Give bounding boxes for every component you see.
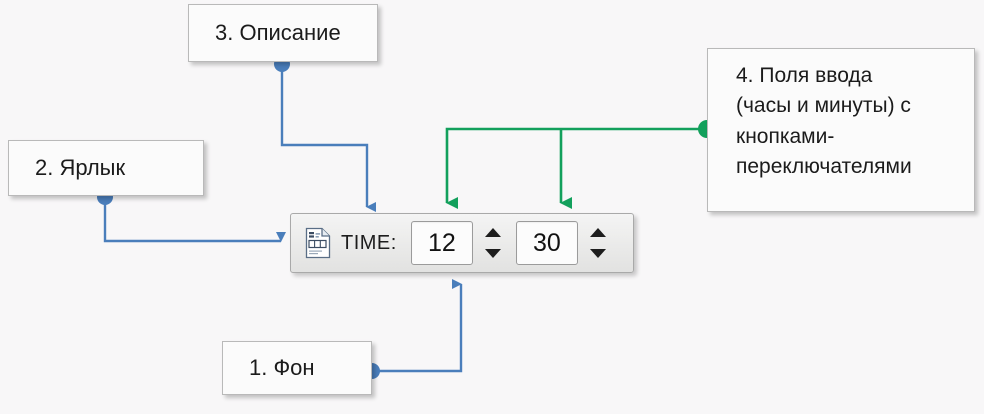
time-label: TIME: xyxy=(341,231,397,254)
document-table-icon xyxy=(305,227,331,259)
callout-box-3: 3. Описание xyxy=(188,4,378,62)
callout-label-3: 3. Описание xyxy=(215,19,341,45)
minutes-spin-down-icon[interactable] xyxy=(589,249,606,258)
minutes-spin-buttons[interactable] xyxy=(585,222,611,264)
minutes-spin-up-icon[interactable] xyxy=(589,228,606,237)
callout-label-2: 2. Ярлык xyxy=(35,154,126,180)
connector-callout-2 xyxy=(97,189,286,243)
hours-spin-down-icon[interactable] xyxy=(484,249,501,258)
hours-spinner-group[interactable]: 12 xyxy=(410,221,516,265)
callout-label-4: 4. Поля ввода (часы и минуты) с кнопками… xyxy=(736,64,912,179)
hours-spin-buttons[interactable] xyxy=(480,222,506,264)
callout-label-1: 1. Фон xyxy=(249,354,315,380)
callout-box-4: 4. Поля ввода (часы и минуты) с кнопками… xyxy=(707,48,975,212)
minutes-input[interactable]: 30 xyxy=(515,221,578,265)
connector-callout-1 xyxy=(364,279,463,379)
connector-callout-4 xyxy=(445,120,716,209)
hours-spin-up-icon[interactable] xyxy=(484,228,501,237)
time-widget-panel[interactable]: TIME: 12 30 xyxy=(290,213,634,273)
minutes-spinner-group[interactable]: 30 xyxy=(515,221,621,265)
callout-box-2: 2. Ярлык xyxy=(8,140,204,196)
connector-callout-3 xyxy=(274,56,376,212)
hours-input[interactable]: 12 xyxy=(410,221,473,265)
callout-box-1: 1. Фон xyxy=(222,341,372,395)
